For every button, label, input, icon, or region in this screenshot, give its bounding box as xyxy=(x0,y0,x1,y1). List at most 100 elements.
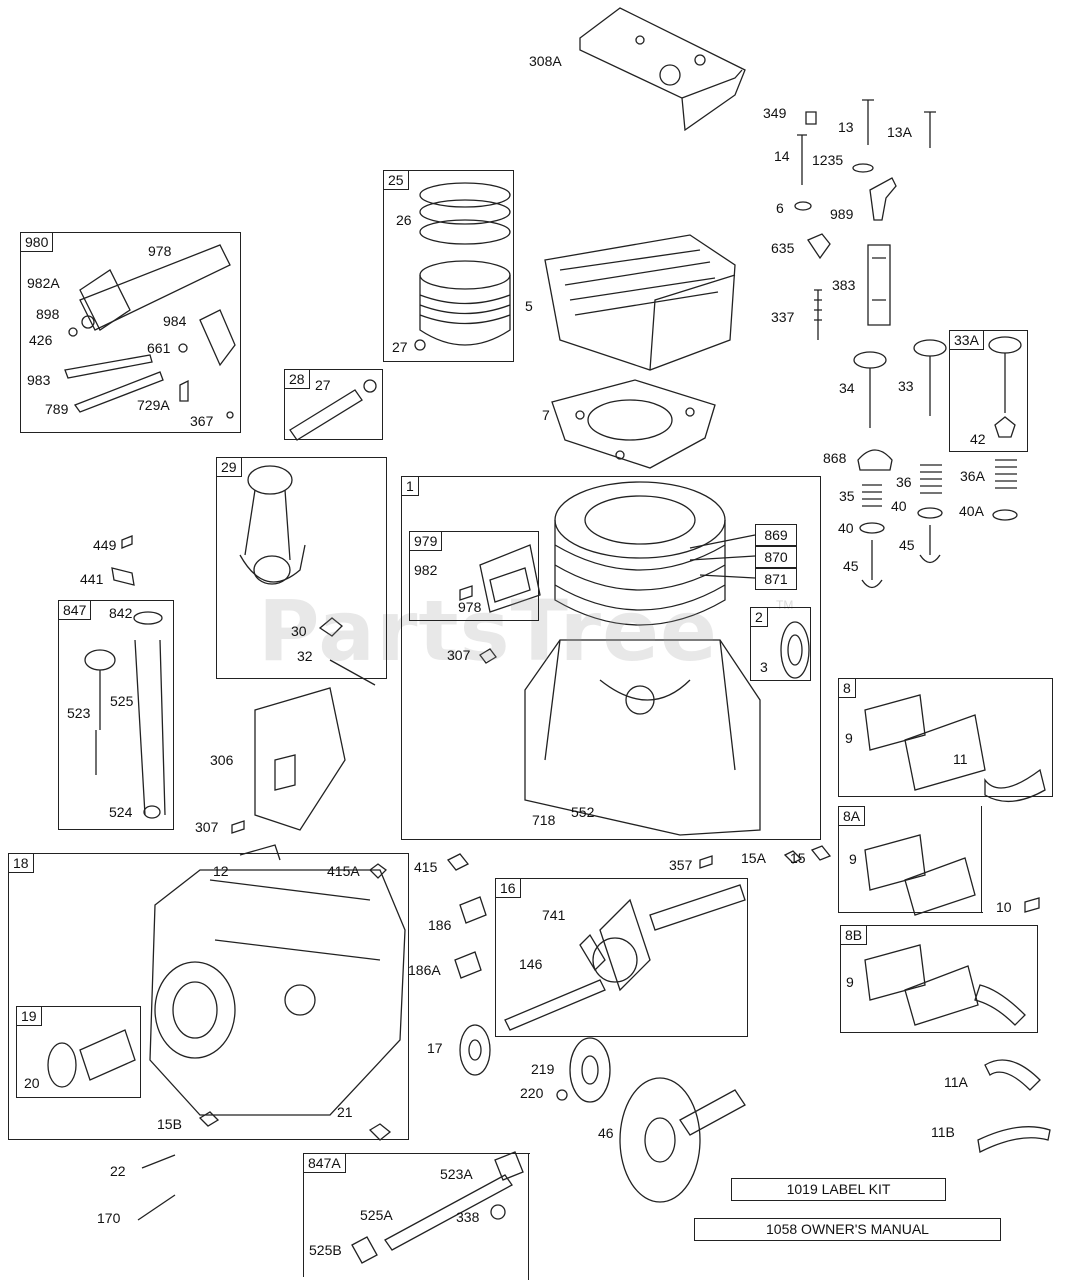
part-label: 349 xyxy=(763,105,787,121)
part-label: 13 xyxy=(838,119,854,135)
cylinder-head-drawing xyxy=(544,234,736,371)
part-label: 22 xyxy=(110,1163,126,1179)
box-8B: 8B xyxy=(840,925,1038,1033)
box-tag: 29 xyxy=(217,458,242,477)
part-label: 13A xyxy=(887,124,912,140)
box-8A-right-edge xyxy=(981,806,982,913)
part-label: 523 xyxy=(67,705,91,721)
box-33A: 33A xyxy=(949,330,1028,452)
box-18: 18 xyxy=(8,853,409,1140)
crankshaft-drawing xyxy=(504,884,746,1031)
dipstick-assembly-drawing xyxy=(351,1151,524,1264)
part-label: 523A xyxy=(440,1166,473,1182)
bushing-drawing xyxy=(47,1029,136,1088)
box-tag: 847A xyxy=(304,1154,346,1173)
part-label: 415 xyxy=(414,859,438,875)
part-label: 5 xyxy=(525,298,533,314)
part-label: 27 xyxy=(392,339,408,355)
box-tag: 16 xyxy=(496,879,521,898)
box-8: 8 xyxy=(838,678,1053,797)
dipstick-tube-drawing xyxy=(84,535,166,819)
part-label: 337 xyxy=(771,309,795,325)
part-label: 982 xyxy=(414,562,438,578)
box-1: 1 xyxy=(401,476,821,840)
part-label: 30 xyxy=(291,623,307,639)
part-label: 36A xyxy=(960,468,985,484)
part-label: 186A xyxy=(408,962,441,978)
box-25: 25 xyxy=(383,170,514,362)
box-28: 28 xyxy=(284,369,383,440)
part-label: 11B xyxy=(931,1124,955,1140)
part-label: 17 xyxy=(427,1040,443,1056)
part-label: 9 xyxy=(846,974,854,990)
part-label: 525 xyxy=(110,693,134,709)
part-label: 27 xyxy=(315,377,331,393)
ref-tag-871: 871 xyxy=(755,568,797,590)
part-label: 983 xyxy=(27,372,51,388)
leader-lines xyxy=(689,534,756,579)
part-label: 635 xyxy=(771,240,795,256)
part-label: 307 xyxy=(195,819,219,835)
part-label: 35 xyxy=(839,488,855,504)
box-tag: 980 xyxy=(21,233,54,252)
heat-shield-drawing xyxy=(231,687,346,834)
part-label: 308A xyxy=(529,53,562,69)
part-label: 978 xyxy=(458,599,482,615)
part-label: 989 xyxy=(830,206,854,222)
box-tag: 2 xyxy=(751,608,768,627)
box-tag: 33A xyxy=(950,331,984,350)
box-19: 19 xyxy=(16,1006,141,1098)
part-label: 15A xyxy=(741,850,766,866)
crankcase-cover-drawing xyxy=(149,844,406,1141)
box-16: 16 xyxy=(495,878,748,1037)
box-980: 980 xyxy=(20,232,241,433)
box-847: 847 xyxy=(58,600,174,830)
camshaft-drawing xyxy=(619,1077,746,1203)
part-label: 9 xyxy=(845,730,853,746)
breather-drawing xyxy=(459,544,541,613)
ref-tag-870: 870 xyxy=(755,546,797,568)
part-label: 718 xyxy=(532,812,556,828)
box-tag: 8 xyxy=(839,679,856,698)
box-tag: 19 xyxy=(17,1007,42,1026)
part-label: 525A xyxy=(360,1207,393,1223)
part-label: 40 xyxy=(838,520,854,536)
part-label: 15 xyxy=(790,850,806,866)
fasteners-drawing xyxy=(794,99,936,340)
part-label: 12 xyxy=(213,863,229,879)
part-label: 357 xyxy=(669,857,693,873)
label-kit-box: 1019 LABEL KIT xyxy=(731,1178,946,1201)
part-label: 220 xyxy=(520,1085,544,1101)
part-label: 1235 xyxy=(812,152,844,168)
part-label: 415A xyxy=(327,863,360,879)
watermark: PartsTree xyxy=(258,582,719,680)
head-gasket-drawing xyxy=(551,379,716,469)
box-979: 979 xyxy=(409,531,539,621)
part-label: 34 xyxy=(839,380,855,396)
governor-assembly-drawing xyxy=(64,244,236,419)
part-label: 11 xyxy=(953,751,968,767)
part-label: 306 xyxy=(210,752,234,768)
part-label: 45 xyxy=(899,537,915,553)
part-label: 338 xyxy=(456,1209,480,1225)
valves-and-springs-drawing xyxy=(853,336,1022,589)
part-label: 42 xyxy=(970,431,986,447)
short-block-drawing xyxy=(479,481,761,836)
ref-tag-869: 869 xyxy=(755,524,797,546)
small-parts-drawing xyxy=(137,845,1040,1221)
box-tag: 1 xyxy=(402,477,419,496)
part-label: 449 xyxy=(93,537,117,553)
box-847A: 847A xyxy=(303,1153,530,1277)
box-tag: 8B xyxy=(841,926,868,945)
crank-gear-drawing xyxy=(459,1024,491,1076)
part-label: 20 xyxy=(24,1075,40,1091)
box-8A: 8A xyxy=(838,806,983,913)
blower-housing-plate-drawing xyxy=(579,7,746,132)
part-label: 868 xyxy=(823,450,847,466)
part-label: 10 xyxy=(996,899,1012,915)
part-label: 741 xyxy=(542,907,566,923)
part-label: 978 xyxy=(148,243,172,259)
part-label: 6 xyxy=(776,200,784,216)
piston-pin-drawing xyxy=(289,379,377,441)
